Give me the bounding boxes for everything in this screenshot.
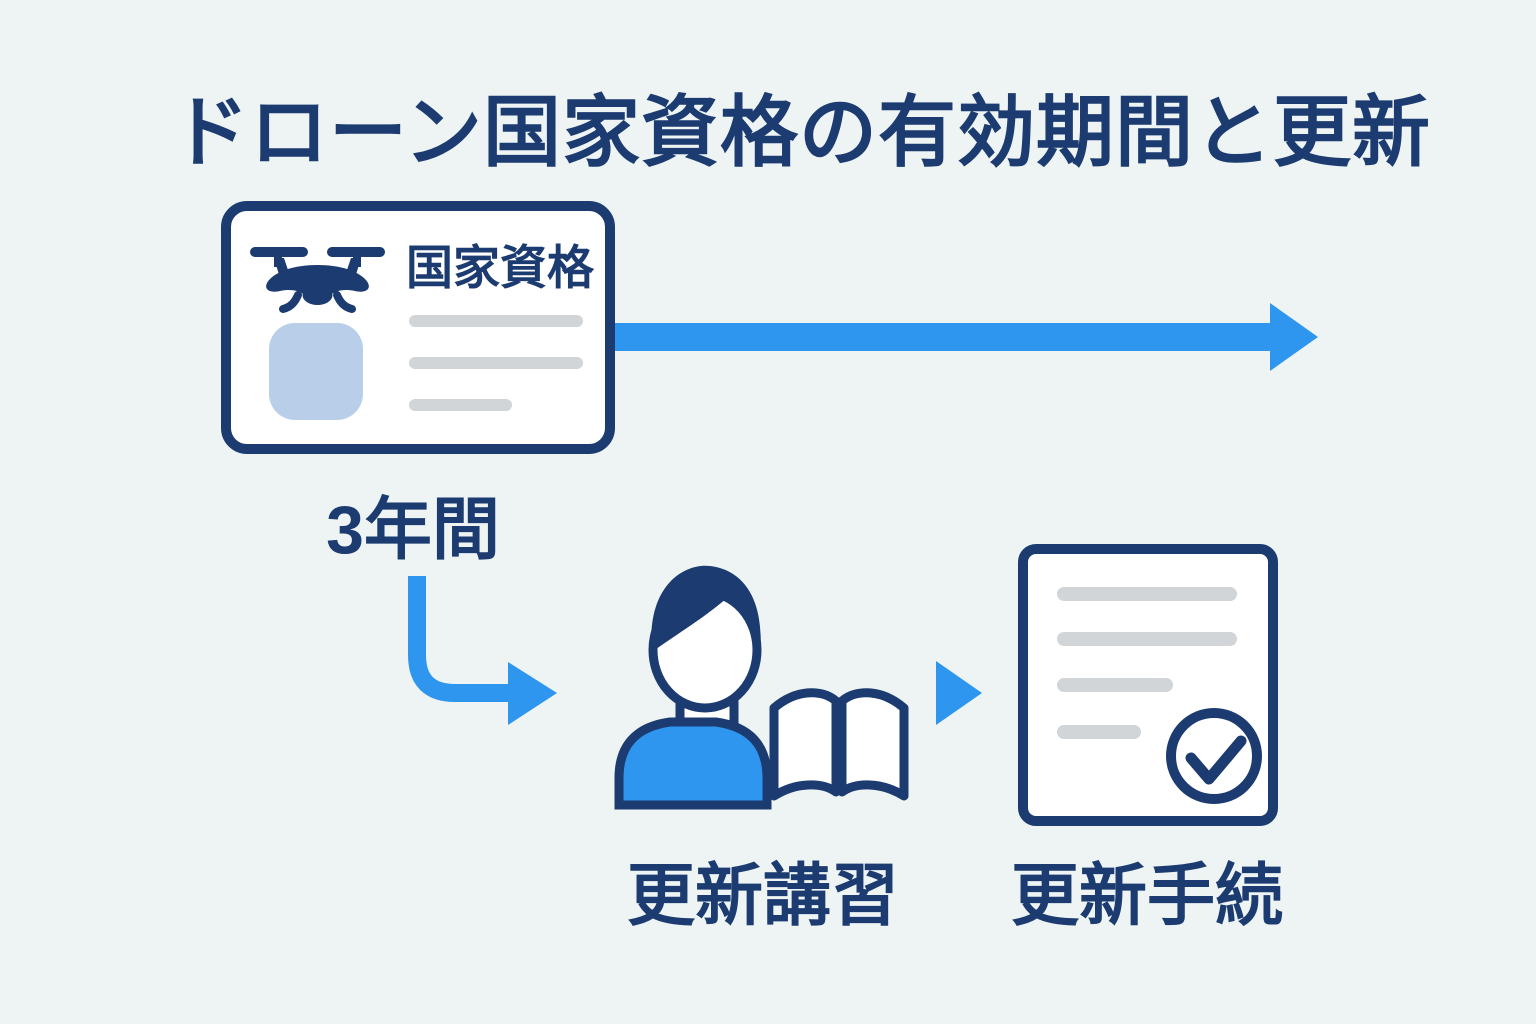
card-text-line	[409, 315, 583, 327]
license-card-label: 国家資格	[406, 241, 594, 294]
hair	[651, 565, 761, 656]
doc-text-line	[1057, 632, 1237, 646]
card-text-line	[409, 399, 512, 411]
book-icon	[769, 688, 909, 801]
check-icon	[1166, 708, 1262, 804]
validity-period-label: 3年間	[326, 492, 500, 568]
doc-text-line	[1057, 587, 1237, 601]
doc-text-line	[1057, 678, 1173, 692]
drone-icon	[250, 247, 385, 313]
step-label-renewal-training: 更新講習	[626, 858, 900, 934]
elbow-arrow-icon	[408, 576, 557, 725]
renewal-document	[1018, 544, 1278, 826]
photo-placeholder	[269, 323, 363, 420]
timeline-arrow-shaft	[614, 323, 1272, 351]
triangle-arrow-icon	[936, 661, 982, 725]
person-reading-icon	[614, 565, 909, 810]
card-text-line	[409, 357, 583, 369]
step-label-renewal-procedure: 更新手続	[1010, 858, 1284, 934]
doc-text-line	[1057, 725, 1141, 739]
shoulders	[614, 717, 772, 810]
license-card: 国家資格	[221, 201, 615, 454]
timeline-arrow-head	[1270, 303, 1318, 371]
page-title: ドローン国家資格の有効期間と更新	[170, 88, 1432, 176]
